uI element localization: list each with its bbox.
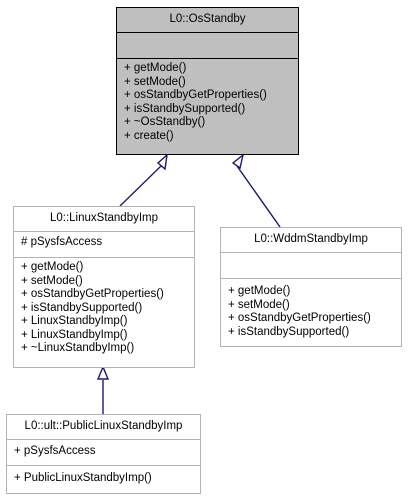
methods-section: + getMode() + setMode() + osStandbyGetPr… xyxy=(117,58,298,143)
method: + create() xyxy=(124,129,174,142)
edge-public-arrowhead xyxy=(96,365,110,380)
class-linux-standby-imp[interactable]: L0::LinuxStandbyImp # pSysfsAccess + get… xyxy=(13,206,195,368)
methods-section: + getMode() + setMode() + osStandbyGetPr… xyxy=(14,257,194,356)
edge-wddm-to-osstandby xyxy=(236,165,281,228)
method: + LinuxStandbyImp() xyxy=(21,315,128,327)
method: + isStandbySupported() xyxy=(228,325,350,338)
class-name: L0::OsStandby xyxy=(169,13,246,25)
attribute: # pSysfsAccess xyxy=(21,236,103,248)
method: + isStandbySupported() xyxy=(124,102,246,115)
methods-section: + getMode() + setMode() + osStandbyGetPr… xyxy=(221,278,401,339)
edge-wddm-arrowhead xyxy=(231,153,245,170)
attributes-section xyxy=(117,32,298,58)
class-name: L0::ult::PublicLinuxStandbyImp xyxy=(24,420,183,432)
edge-linux-to-osstandby xyxy=(119,165,162,207)
method: + osStandbyGetProperties() xyxy=(124,89,267,101)
method: + PublicLinuxStandbyImp() xyxy=(14,472,152,484)
method: + osStandbyGetProperties() xyxy=(228,312,371,324)
method: + setMode() xyxy=(124,75,186,88)
method: + isStandbySupported() xyxy=(21,301,143,314)
class-wddm-standby-imp[interactable]: L0::WddmStandbyImp + getMode() + setMode… xyxy=(220,227,402,347)
method: + osStandbyGetProperties() xyxy=(21,288,164,300)
class-os-standby[interactable]: L0::OsStandby + getMode() + setMode() + … xyxy=(116,7,299,155)
edge-linux-arrowhead xyxy=(156,153,168,171)
class-public-linux-standby-imp[interactable]: L0::ult::PublicLinuxStandbyImp + pSysfsA… xyxy=(6,414,201,494)
class-name: L0::LinuxStandbyImp xyxy=(49,212,159,224)
attributes-section: + pSysfsAccess xyxy=(7,439,200,465)
attributes-section: # pSysfsAccess xyxy=(14,231,194,257)
method: + ~OsStandby() xyxy=(124,116,206,128)
method: + getMode() xyxy=(21,261,84,273)
method: + getMode() xyxy=(124,62,187,74)
attributes-section xyxy=(221,252,401,278)
method: + setMode() xyxy=(21,274,83,287)
method: + ~LinuxStandbyImp() xyxy=(21,342,135,354)
method: + getMode() xyxy=(228,285,291,297)
class-name: L0::WddmStandbyImp xyxy=(254,233,368,245)
methods-section: + PublicLinuxStandbyImp() xyxy=(7,465,200,486)
method: + LinuxStandbyImp() xyxy=(21,328,128,341)
attribute: + pSysfsAccess xyxy=(14,445,96,457)
method: + setMode() xyxy=(228,298,290,311)
